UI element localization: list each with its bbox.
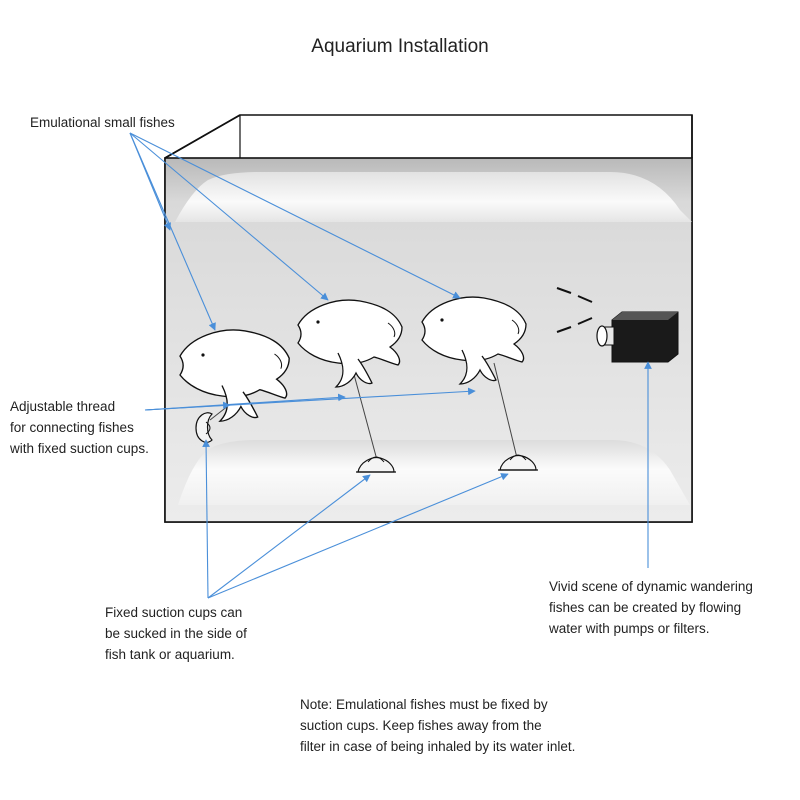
label-thread: Adjustable thread for connecting fishes … (10, 396, 149, 459)
water-surface-reflection (175, 172, 692, 222)
arrow-thread-3 (144, 401, 231, 411)
label-pump-line: fishes can be created by flowing (549, 600, 742, 615)
arrow-fish-1 (129, 132, 216, 331)
tank-bottom-reflection (178, 440, 690, 505)
label-pump-line: water with pumps or filters. (549, 621, 710, 636)
label-pump-line: Vivid scene of dynamic wandering (549, 579, 753, 594)
label-fishes: Emulational small fishes (30, 115, 175, 130)
note: Note: Emulational fishes must be fixed b… (300, 694, 575, 757)
label-thread-line: with fixed suction cups. (10, 441, 149, 456)
arrow-fish-2 (129, 132, 329, 301)
label-cups-line: fish tank or aquarium. (105, 647, 235, 662)
note-line: suction cups. Keep fishes away from the (300, 718, 542, 733)
suction-cup-icon (356, 456, 396, 473)
pump-icon (556, 287, 679, 363)
label-thread-line: for connecting fishes (10, 420, 134, 435)
arrow-fish-3 (129, 132, 461, 299)
fish-icon (297, 299, 403, 388)
diagram-title: Aquarium Installation (311, 36, 489, 57)
suction-cup-icon (195, 412, 213, 443)
suction-cup-icon (498, 454, 538, 471)
arrow-fish-edge (129, 132, 171, 231)
callout-arrows (129, 132, 652, 599)
label-cups: Fixed suction cups can be sucked in the … (105, 602, 247, 665)
label-thread-line: Adjustable thread (10, 399, 116, 414)
arrow-cup-3 (207, 473, 509, 599)
label-cups-line: Fixed suction cups can (105, 605, 243, 620)
note-line: Note: Emulational fishes must be fixed b… (300, 697, 548, 712)
label-pump: Vivid scene of dynamic wandering fishes … (549, 576, 753, 639)
fish-icon (421, 296, 527, 385)
fish-icon (179, 329, 290, 422)
label-cups-line: be sucked in the side of (105, 626, 247, 641)
note-line: filter in case of being inhaled by its w… (300, 739, 576, 754)
arrow-cup-1 (202, 439, 210, 599)
arrow-cup-2 (207, 474, 371, 599)
